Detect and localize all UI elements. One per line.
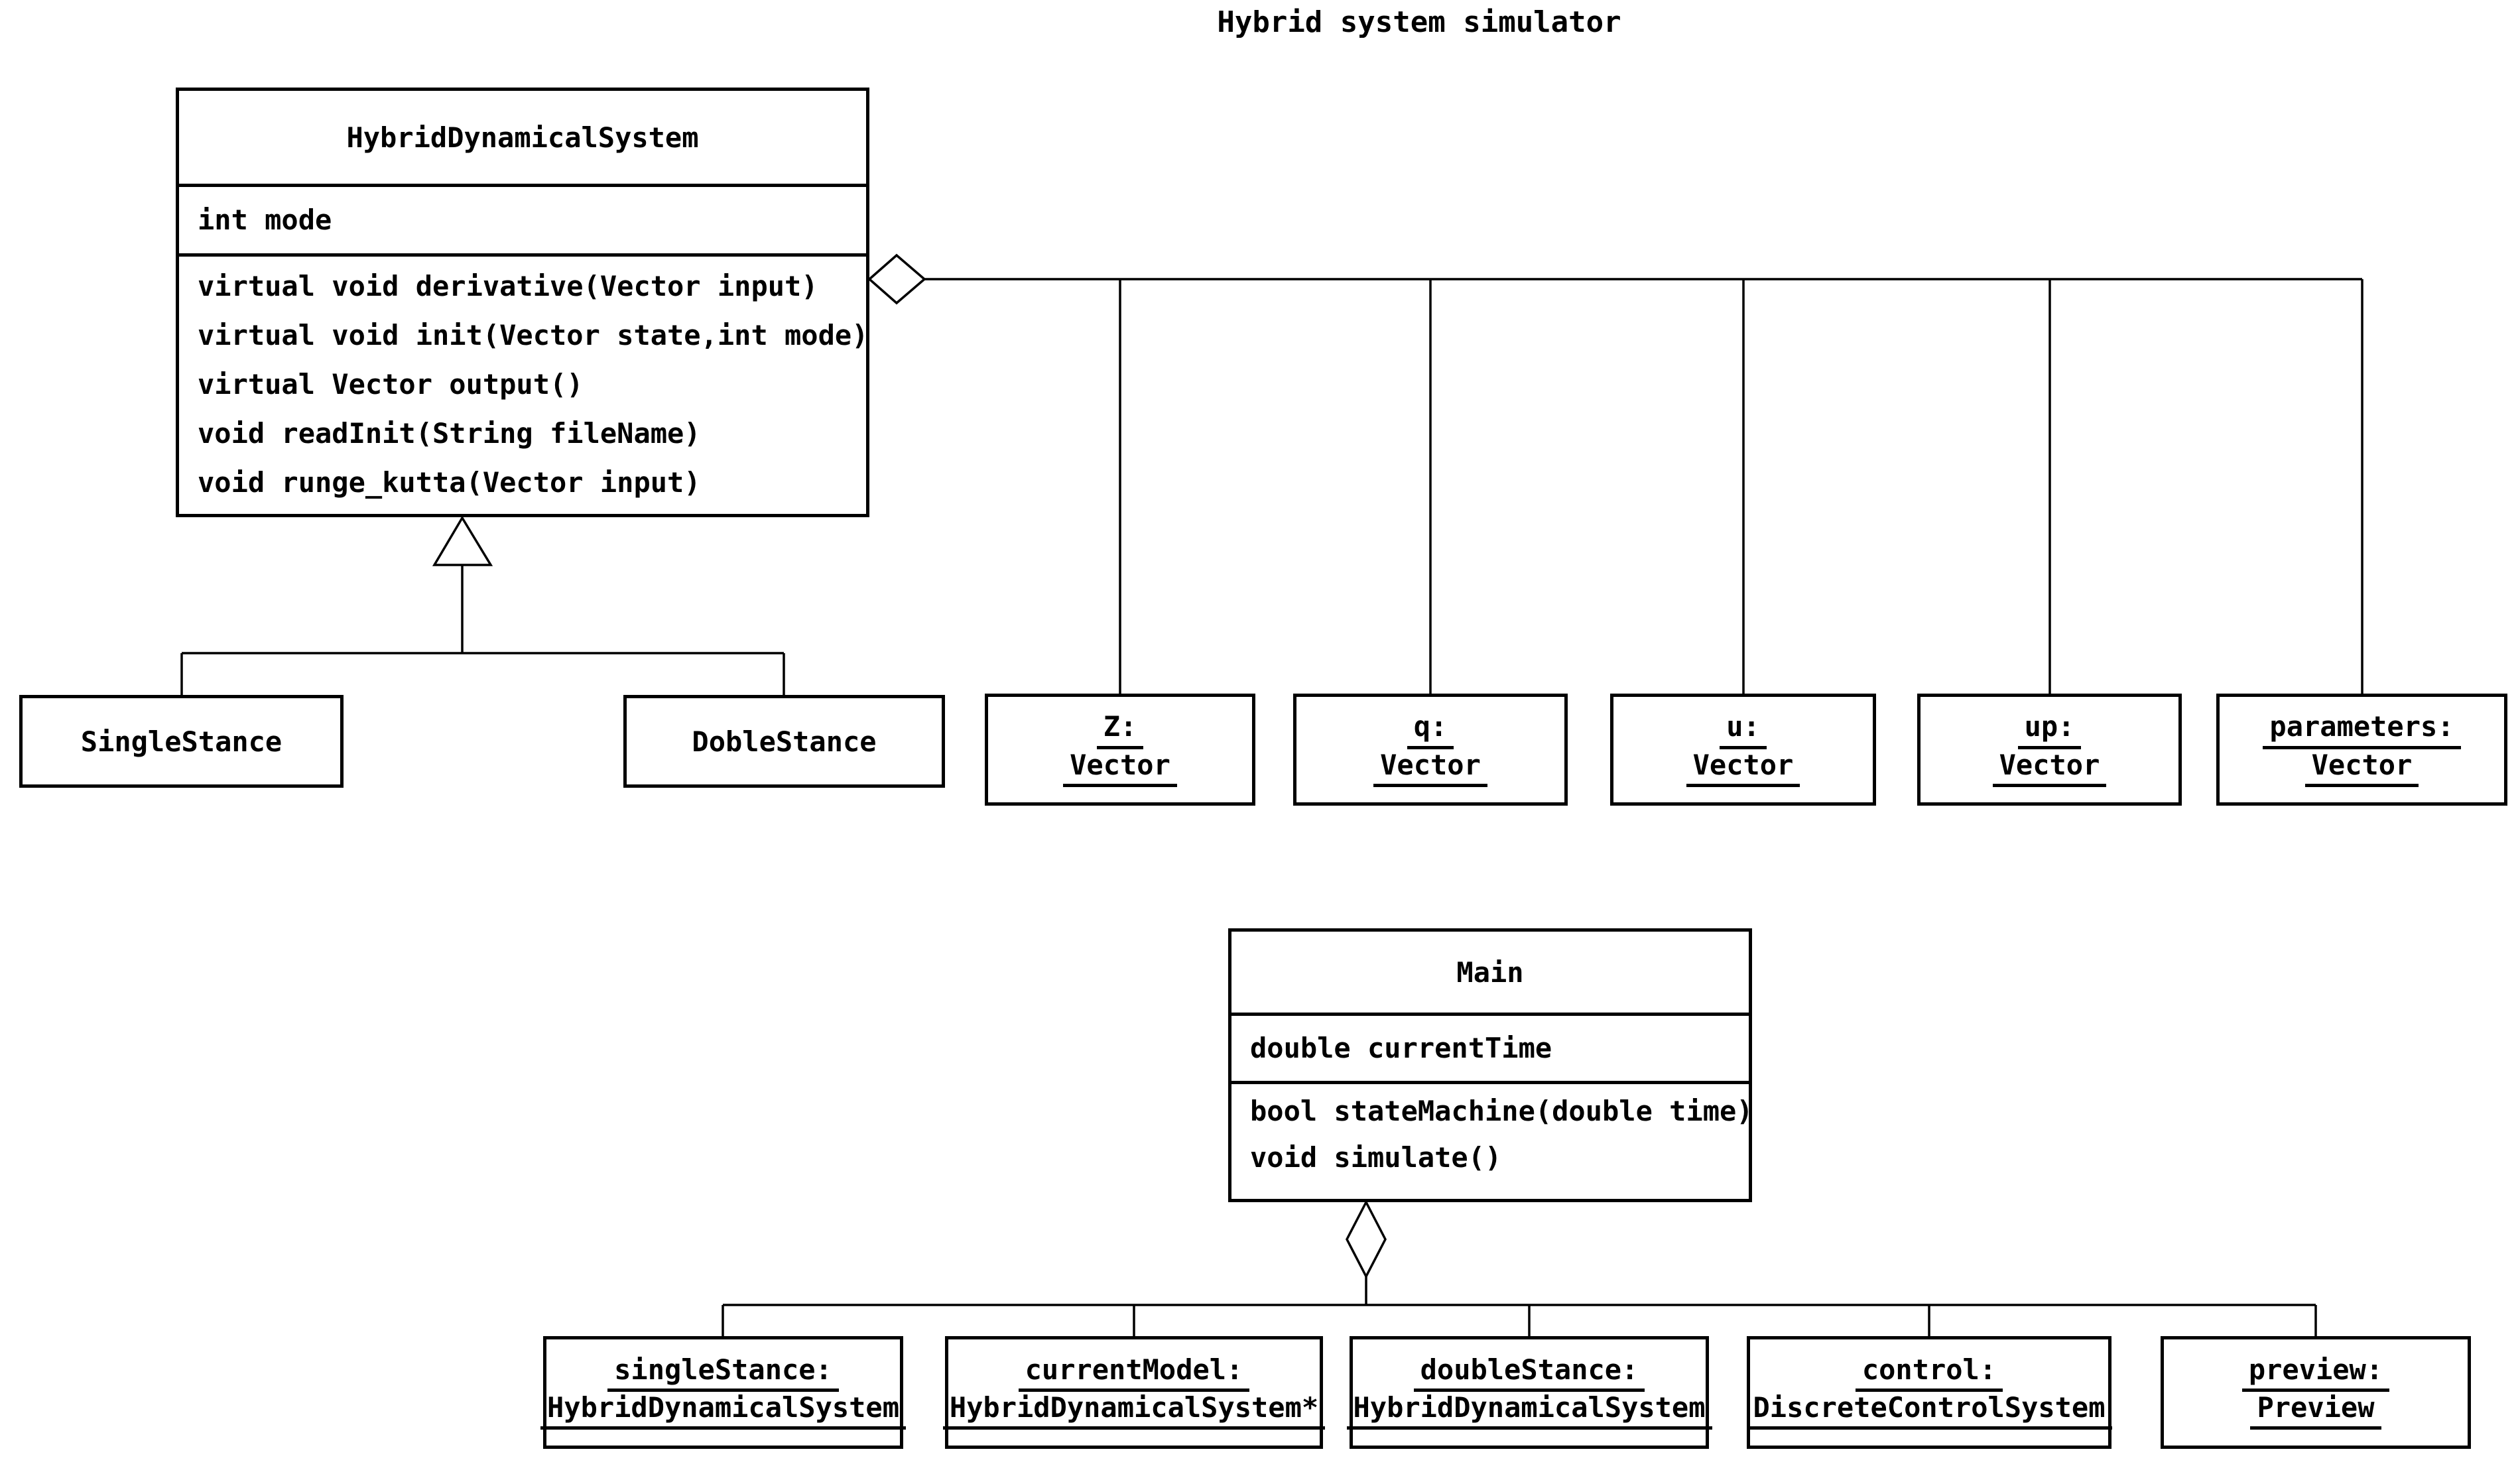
- class-name: HybridDynamicalSystem: [179, 91, 866, 187]
- class-attribute: double currentTime: [1250, 1032, 1552, 1064]
- class-method: bool stateMachine(double time): [1250, 1095, 1753, 1127]
- class-attribute: int mode: [198, 204, 332, 236]
- class-method: void readInit(String fileName): [198, 417, 701, 450]
- class-single-stance: SingleStance: [19, 695, 344, 788]
- class-name: SingleStance: [80, 725, 283, 758]
- object-name: parameters:: [2263, 712, 2461, 749]
- object-name: currentModel:: [1018, 1355, 1250, 1392]
- class-method: virtual void init(Vector state,int mode): [198, 319, 869, 351]
- object-single-stance: singleStance: HybridDynamicalSystem: [540, 1336, 907, 1449]
- class-method: void simulate(): [1250, 1141, 1502, 1174]
- object-type: Vector: [1686, 750, 1800, 787]
- class-methods: bool stateMachine(double time) void simu…: [1231, 1084, 1753, 1181]
- object-u: u: Vector: [1610, 694, 1876, 806]
- object-name: Z:: [1096, 712, 1144, 749]
- object-type: DiscreteControlSystem: [1746, 1392, 2112, 1430]
- class-method: virtual void derivative(Vector input): [198, 270, 818, 302]
- object-z: Z: Vector: [985, 694, 1255, 806]
- object-name: preview:: [2241, 1355, 2390, 1392]
- object-type: Vector: [1373, 750, 1487, 787]
- object-type: HybridDynamicalSystem*: [942, 1392, 1326, 1430]
- object-name: q:: [1407, 712, 1454, 749]
- object-type: HybridDynamicalSystem: [540, 1392, 907, 1430]
- class-method: void runge_kutta(Vector input): [198, 466, 701, 499]
- class-name: Main: [1231, 932, 1749, 1016]
- class-attributes: int mode: [179, 187, 866, 257]
- object-type: Vector: [1063, 750, 1177, 787]
- object-type: Preview: [2250, 1392, 2381, 1430]
- object-current-model: currentModel: HybridDynamicalSystem*: [942, 1336, 1326, 1449]
- object-name: up:: [2017, 712, 2082, 749]
- class-attributes: double currentTime: [1231, 1016, 1749, 1084]
- class-doble-stance: DobleStance: [623, 695, 945, 788]
- inheritance-triangle: [432, 515, 493, 566]
- page-title: Hybrid system simulator: [1217, 5, 1621, 39]
- object-type: Vector: [1992, 750, 2107, 787]
- object-q: q: Vector: [1293, 694, 1568, 806]
- object-double-stance: doubleStance: HybridDynamicalSystem: [1346, 1336, 1712, 1449]
- object-name: singleStance:: [607, 1355, 839, 1392]
- class-methods: virtual void derivative(Vector input) vi…: [179, 257, 869, 507]
- object-preview: preview: Preview: [2161, 1336, 2471, 1449]
- aggregation-link-hds: [924, 278, 2363, 698]
- object-up: up: Vector: [1917, 694, 2182, 806]
- object-parameters: parameters: Vector: [2216, 694, 2507, 806]
- object-name: control:: [1855, 1355, 2003, 1392]
- object-type: HybridDynamicalSystem: [1346, 1392, 1712, 1430]
- object-name: doubleStance:: [1413, 1355, 1645, 1392]
- inheritance-link: [180, 565, 785, 698]
- aggregation-link-main: [722, 1276, 2317, 1339]
- object-control: control: DiscreteControlSystem: [1746, 1336, 2112, 1449]
- aggregation-diamond-hds: [867, 253, 926, 305]
- class-main: Main double currentTime bool stateMachin…: [1228, 928, 1753, 1202]
- class-method: virtual Vector output(): [198, 368, 584, 401]
- class-hybrid-dynamical-system: HybridDynamicalSystem int mode virtual v…: [176, 88, 869, 517]
- aggregation-diamond-main: [1346, 1200, 1387, 1279]
- class-name: DobleStance: [692, 725, 877, 758]
- object-type: Vector: [2304, 750, 2419, 787]
- object-name: u:: [1720, 712, 1767, 749]
